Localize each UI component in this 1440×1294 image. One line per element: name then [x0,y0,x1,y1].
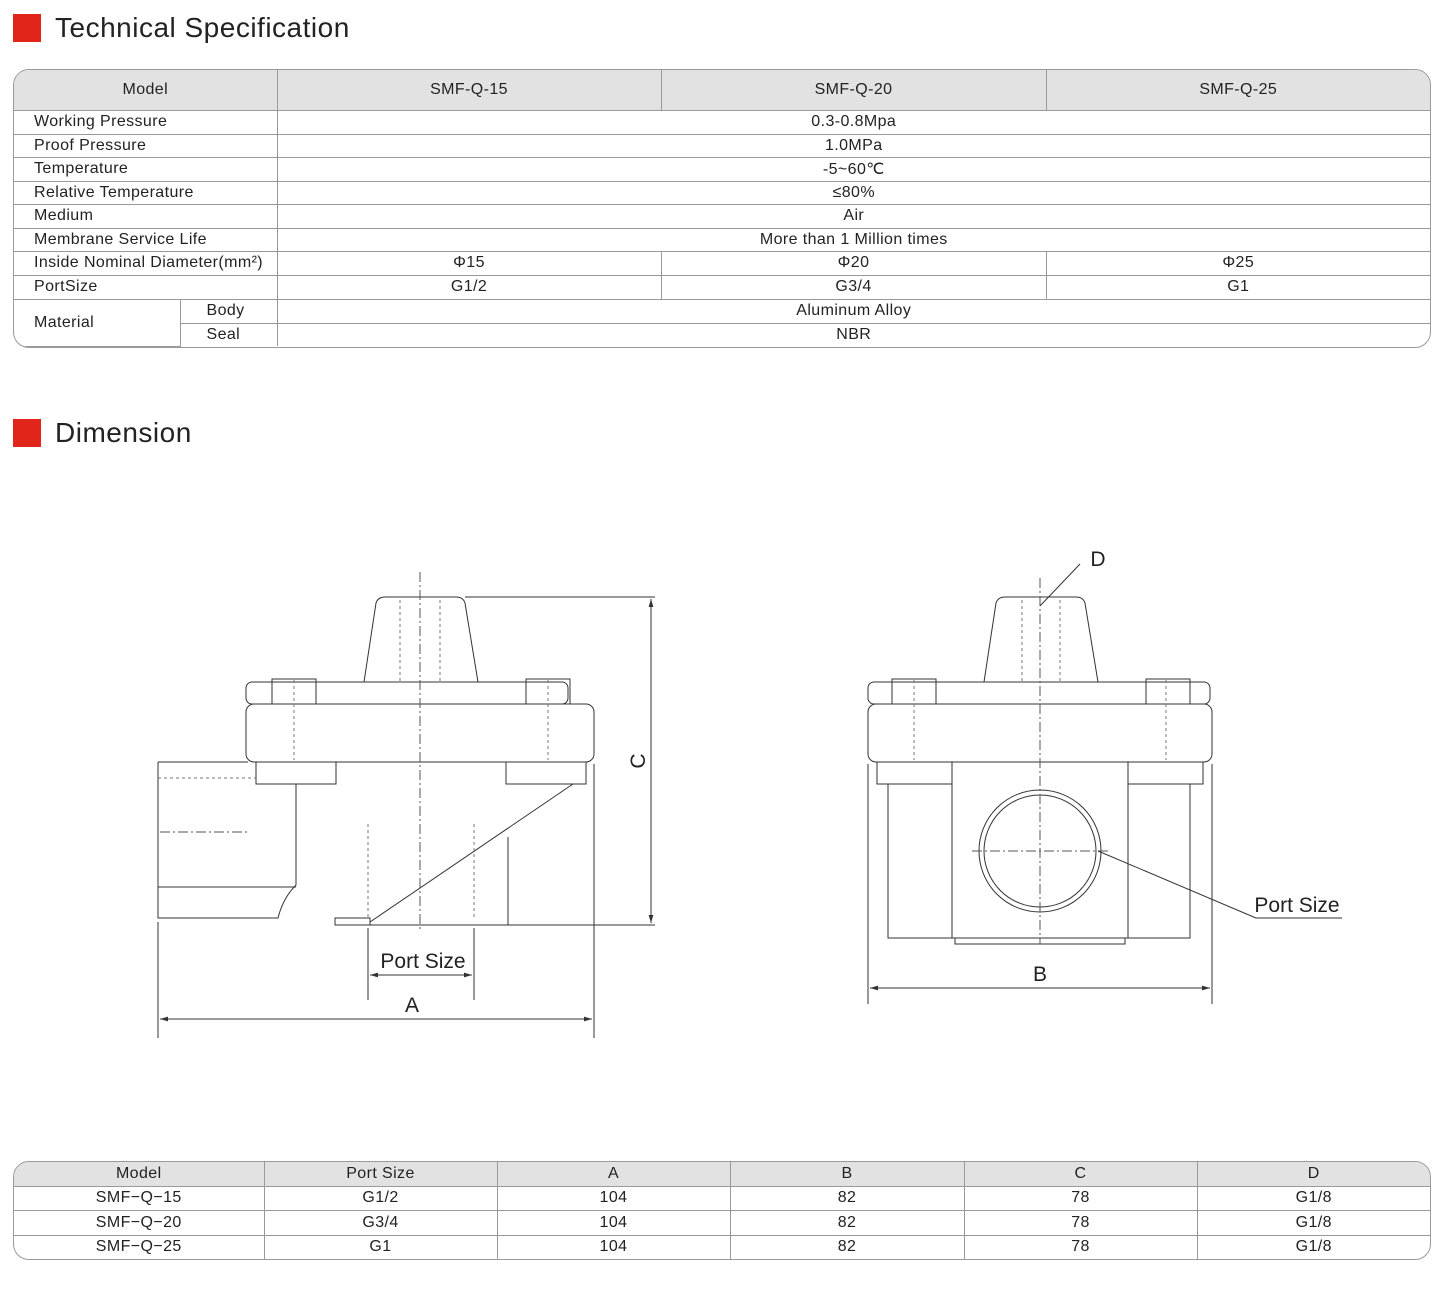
side-view [157,572,655,1038]
table-cell: 78 [964,1235,1198,1259]
red-square-marker [13,419,41,447]
body-label: Body [180,299,278,324]
table-cell: G1 [264,1235,498,1259]
table-cell: 82 [730,1235,965,1259]
dimension-d-label: D [1090,548,1105,571]
port-value: G3/4 [661,275,1047,300]
spec-section-title: Technical Specification [55,12,350,43]
dimension-header-cell: Port Size [264,1162,498,1187]
red-square-marker [13,14,41,42]
model-header: Model [14,70,278,111]
table-cell: 104 [497,1210,731,1236]
table-row: SMF−Q−20 G3/4 104 82 78 G1/8 [14,1210,1430,1236]
spec-row-value: 0.3-0.8Mpa [277,110,1430,135]
dimension-a-label: A [405,994,419,1017]
port-size-label-side: Port Size [380,950,465,973]
dimension-table: Model Port Size A B C D SMF−Q−15 G1/2 10… [13,1161,1431,1260]
spec-row: Medium Air [14,204,1430,229]
table-cell: SMF−Q−20 [14,1210,265,1236]
table-cell: 82 [730,1210,965,1236]
table-cell: G1/8 [1197,1186,1430,1211]
diameter-value: Φ15 [277,251,662,276]
table-cell: SMF−Q−15 [14,1186,265,1211]
spec-row: Proof Pressure 1.0MPa [14,134,1430,158]
port-size-label-front: Port Size [1254,894,1339,917]
dimension-header-cell: D [1197,1162,1430,1187]
spec-table: Model SMF-Q-15 SMF-Q-20 SMF-Q-25 Working… [13,69,1431,348]
spec-row-label: Medium [14,204,278,229]
table-cell: G1/8 [1295,1238,1332,1256]
spec-row-material-seal: Seal NBR [14,323,1430,346]
spec-row-material-body: Material Body Aluminum Alloy [14,299,1430,347]
front-view [867,563,1342,1004]
spec-row-label: Inside Nominal Diameter(mm²) [14,251,278,276]
table-cell: G3/4 [264,1210,498,1236]
dimension-c-label: C [627,753,650,768]
spec-row: Working Pressure 0.3-0.8Mpa [14,110,1430,135]
spec-row-value: 1.0MPa [277,134,1430,158]
table-cell: SMF−Q−25 [14,1235,265,1259]
table-cell: G1/2 [264,1186,498,1211]
spec-row-value: Air [277,204,1430,229]
spec-row-label: Membrane Service Life [14,228,278,252]
dimension-header-row: Model Port Size A B C D [14,1162,1430,1187]
spec-row-label: Proof Pressure [14,134,278,158]
table-cell: 82 [730,1186,965,1211]
spec-row-value: -5~60℃ [277,157,1430,182]
dimension-header-cell: B [730,1162,965,1187]
diameter-value: Φ25 [1046,251,1430,276]
diameter-value: Φ20 [661,251,1047,276]
spec-row-label: Relative Temperature [14,181,278,205]
table-cell: 78 [964,1186,1198,1211]
dimension-header-cell: C [964,1162,1198,1187]
seal-label: Seal [180,323,278,346]
table-row: SMF−Q−25 G1 104 82 78 G1/8 [14,1235,1430,1259]
dimension-section-title: Dimension [55,417,192,448]
model-header-cell: SMF-Q-20 [661,70,1047,111]
spec-row-value: ≤80% [277,181,1430,205]
spec-row: Temperature -5~60℃ [14,157,1430,182]
spec-header-row: Model SMF-Q-15 SMF-Q-20 SMF-Q-25 [14,70,1430,111]
spec-row: Membrane Service Life More than 1 Millio… [14,228,1430,252]
dimension-drawing: Port Size A C D B Port Size [157,548,1342,1038]
table-cell: 104 [497,1235,731,1259]
spec-row-label: Working Pressure [14,110,278,135]
table-cell: 78 [964,1210,1198,1236]
spec-section-heading: Technical Specification [13,12,350,43]
spec-row-label: PortSize [14,275,278,300]
spec-row-diameter: Inside Nominal Diameter(mm²) Φ15 Φ20 Φ25 [14,251,1430,276]
table-cell: G1/8 [1197,1210,1430,1236]
dimension-header-cell: A [497,1162,731,1187]
dimension-header-cell: Model [14,1162,265,1187]
dimension-section-heading: Dimension [13,417,192,448]
table-cell: 104 [497,1186,731,1211]
port-value: G1/2 [277,275,662,300]
spec-row-label: Temperature [14,157,278,182]
spec-row-value: More than 1 Million times [277,228,1430,252]
table-row: SMF−Q−15 G1/2 104 82 78 G1/8 [14,1186,1430,1211]
body-value: Aluminum Alloy [277,299,1430,324]
material-label: Material [14,299,181,347]
model-header-cell: SMF-Q-15 [277,70,662,111]
port-value: G1 [1046,275,1430,300]
spec-row: Relative Temperature ≤80% [14,181,1430,205]
model-header-cell: SMF-Q-25 [1046,70,1430,111]
dimension-b-label: B [1033,963,1047,986]
seal-value: NBR [836,325,872,343]
spec-row-port: PortSize G1/2 G3/4 G1 [14,275,1430,300]
